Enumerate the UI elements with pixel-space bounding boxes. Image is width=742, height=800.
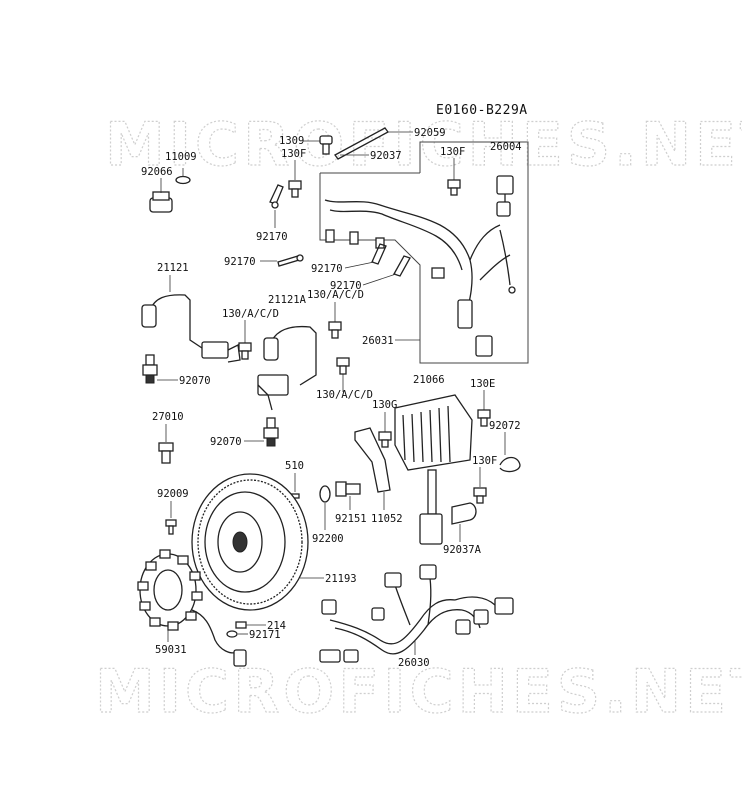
watermark-bottom: MICROFICHES.NET	[95, 657, 742, 727]
label-92200: 92200	[312, 533, 344, 545]
label-92070-b: 92070	[210, 436, 242, 448]
clamp-92072	[499, 456, 521, 473]
label-92009: 92009	[157, 488, 189, 500]
bolt-1309	[319, 135, 333, 155]
bolt-130G	[378, 431, 392, 448]
label-92037A: 92037A	[443, 544, 482, 556]
label-92170-a: 92170	[256, 231, 288, 243]
label-130E: 130E	[470, 378, 495, 390]
label-214: 214	[267, 620, 286, 632]
bolt-130F-c	[473, 487, 487, 504]
label-26031: 26031	[362, 335, 394, 347]
washer-92200	[319, 485, 331, 503]
bolt-130E	[477, 409, 491, 427]
label-92170-d: 92170	[330, 280, 362, 292]
label-21066: 21066	[413, 374, 445, 386]
regulator-21066	[394, 394, 473, 545]
label-92151: 92151	[335, 513, 367, 525]
label-26004: 26004	[490, 141, 522, 153]
spark-plug-92070-a	[142, 354, 158, 384]
stator-59031	[137, 549, 247, 667]
spark-plug-92070-b	[263, 417, 279, 447]
clamp-92037A	[451, 502, 477, 525]
label-130F-b: 130F	[440, 146, 465, 158]
harness-box-26031	[319, 141, 529, 364]
bolt-214	[235, 621, 247, 629]
bolt-130F-b	[447, 179, 461, 196]
label-92059: 92059	[414, 127, 446, 139]
label-11009: 11009	[165, 151, 197, 163]
clamp-92170-b	[277, 254, 304, 267]
label-92037: 92037	[370, 150, 402, 162]
label-26030: 26030	[398, 657, 430, 669]
wire-harness-26031	[324, 199, 516, 357]
flywheel-21193	[191, 473, 309, 611]
label-92170-b: 92170	[224, 256, 256, 268]
switch-27010	[158, 442, 174, 464]
label-130F-c: 130F	[472, 455, 497, 467]
ignition-coil-21121	[141, 294, 241, 363]
label-1309: 1309	[279, 135, 304, 147]
label-92070-a: 92070	[179, 375, 211, 387]
drain-plug-92066	[149, 175, 191, 213]
bolt-130F-a	[288, 180, 302, 198]
label-92171: 92171	[249, 629, 281, 641]
clamp-92170-c	[371, 243, 387, 265]
bolt-130ACD-b	[328, 321, 342, 339]
label-130ACD-b: 130/A/C/D	[307, 289, 364, 301]
ignition-coil-21121A	[257, 325, 317, 411]
label-510: 510	[285, 460, 304, 472]
label-21193: 21193	[325, 573, 357, 585]
label-92066: 92066	[141, 166, 173, 178]
label-27010: 27010	[152, 411, 184, 423]
label-92170-c: 92170	[311, 263, 343, 275]
clamp-92170-d	[393, 255, 411, 277]
label-130G: 130G	[372, 399, 397, 411]
label-59031: 59031	[155, 644, 187, 656]
label-130ACD-a: 130/A/C/D	[222, 308, 279, 320]
relay-26004	[496, 175, 514, 217]
watermark-top: MICROFICHES.NET	[105, 110, 742, 180]
bolt-130ACD-c	[336, 357, 350, 375]
screw-92009	[165, 519, 177, 535]
label-130ACD-c: 130/A/C/D	[316, 389, 373, 401]
label-92072: 92072	[489, 420, 521, 432]
clamp-92171	[226, 630, 238, 638]
bracket-11052	[354, 427, 391, 493]
clamp-92170-a	[269, 184, 284, 209]
bolt-92151	[335, 481, 361, 497]
label-11052: 11052	[371, 513, 403, 525]
wire-harness-26030	[319, 564, 514, 663]
label-130F-a: 130F	[281, 148, 306, 160]
label-21121A: 21121A	[268, 294, 307, 306]
label-21121: 21121	[157, 262, 189, 274]
diagram-code: E0160-B229A	[436, 103, 528, 118]
bolt-130ACD-a	[238, 342, 252, 360]
